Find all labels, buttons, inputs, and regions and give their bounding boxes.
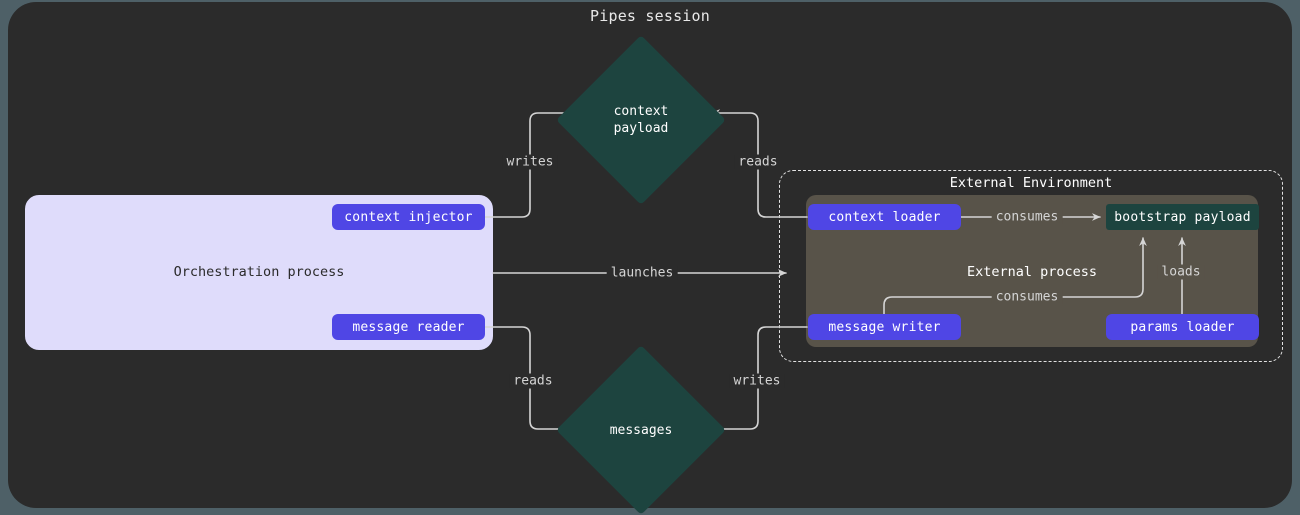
edge-label-loader-consumes-bootstrap: consumes — [991, 209, 1063, 225]
edge-label-injector-writes-context: writes — [502, 154, 558, 170]
edge-label-params-loads-bootstrap: loads — [1157, 264, 1205, 280]
node-context-loader[interactable]: context loader — [808, 204, 961, 230]
diagram-title: Pipes session — [590, 7, 710, 25]
node-message-writer[interactable]: message writer — [808, 314, 961, 340]
edge-label-writer-consumes-bootstrap: consumes — [991, 289, 1063, 305]
node-message-reader[interactable]: message reader — [332, 314, 485, 340]
cluster-orchestration-process-label: Orchestration process — [173, 264, 345, 280]
cluster-external-environment-label: External Environment — [949, 175, 1113, 191]
edge-label-host-launches-external: launches — [606, 265, 678, 281]
edge-label-writer-writes-messages: writes — [729, 373, 785, 389]
node-context-injector[interactable]: context injector — [332, 204, 485, 230]
node-params-loader[interactable]: params loader — [1106, 314, 1259, 340]
context-payload-label: context payload — [613, 104, 669, 136]
node-bootstrap-payload[interactable]: bootstrap payload — [1106, 204, 1259, 230]
node-context-payload[interactable]: context payload — [556, 35, 726, 205]
messages-label: messages — [609, 422, 673, 438]
edge-label-reader-reads-messages: reads — [509, 373, 557, 389]
node-messages[interactable]: messages — [556, 345, 726, 515]
cluster-external-environment — [779, 170, 1283, 362]
edge-label-loader-reads-context: reads — [734, 154, 782, 170]
